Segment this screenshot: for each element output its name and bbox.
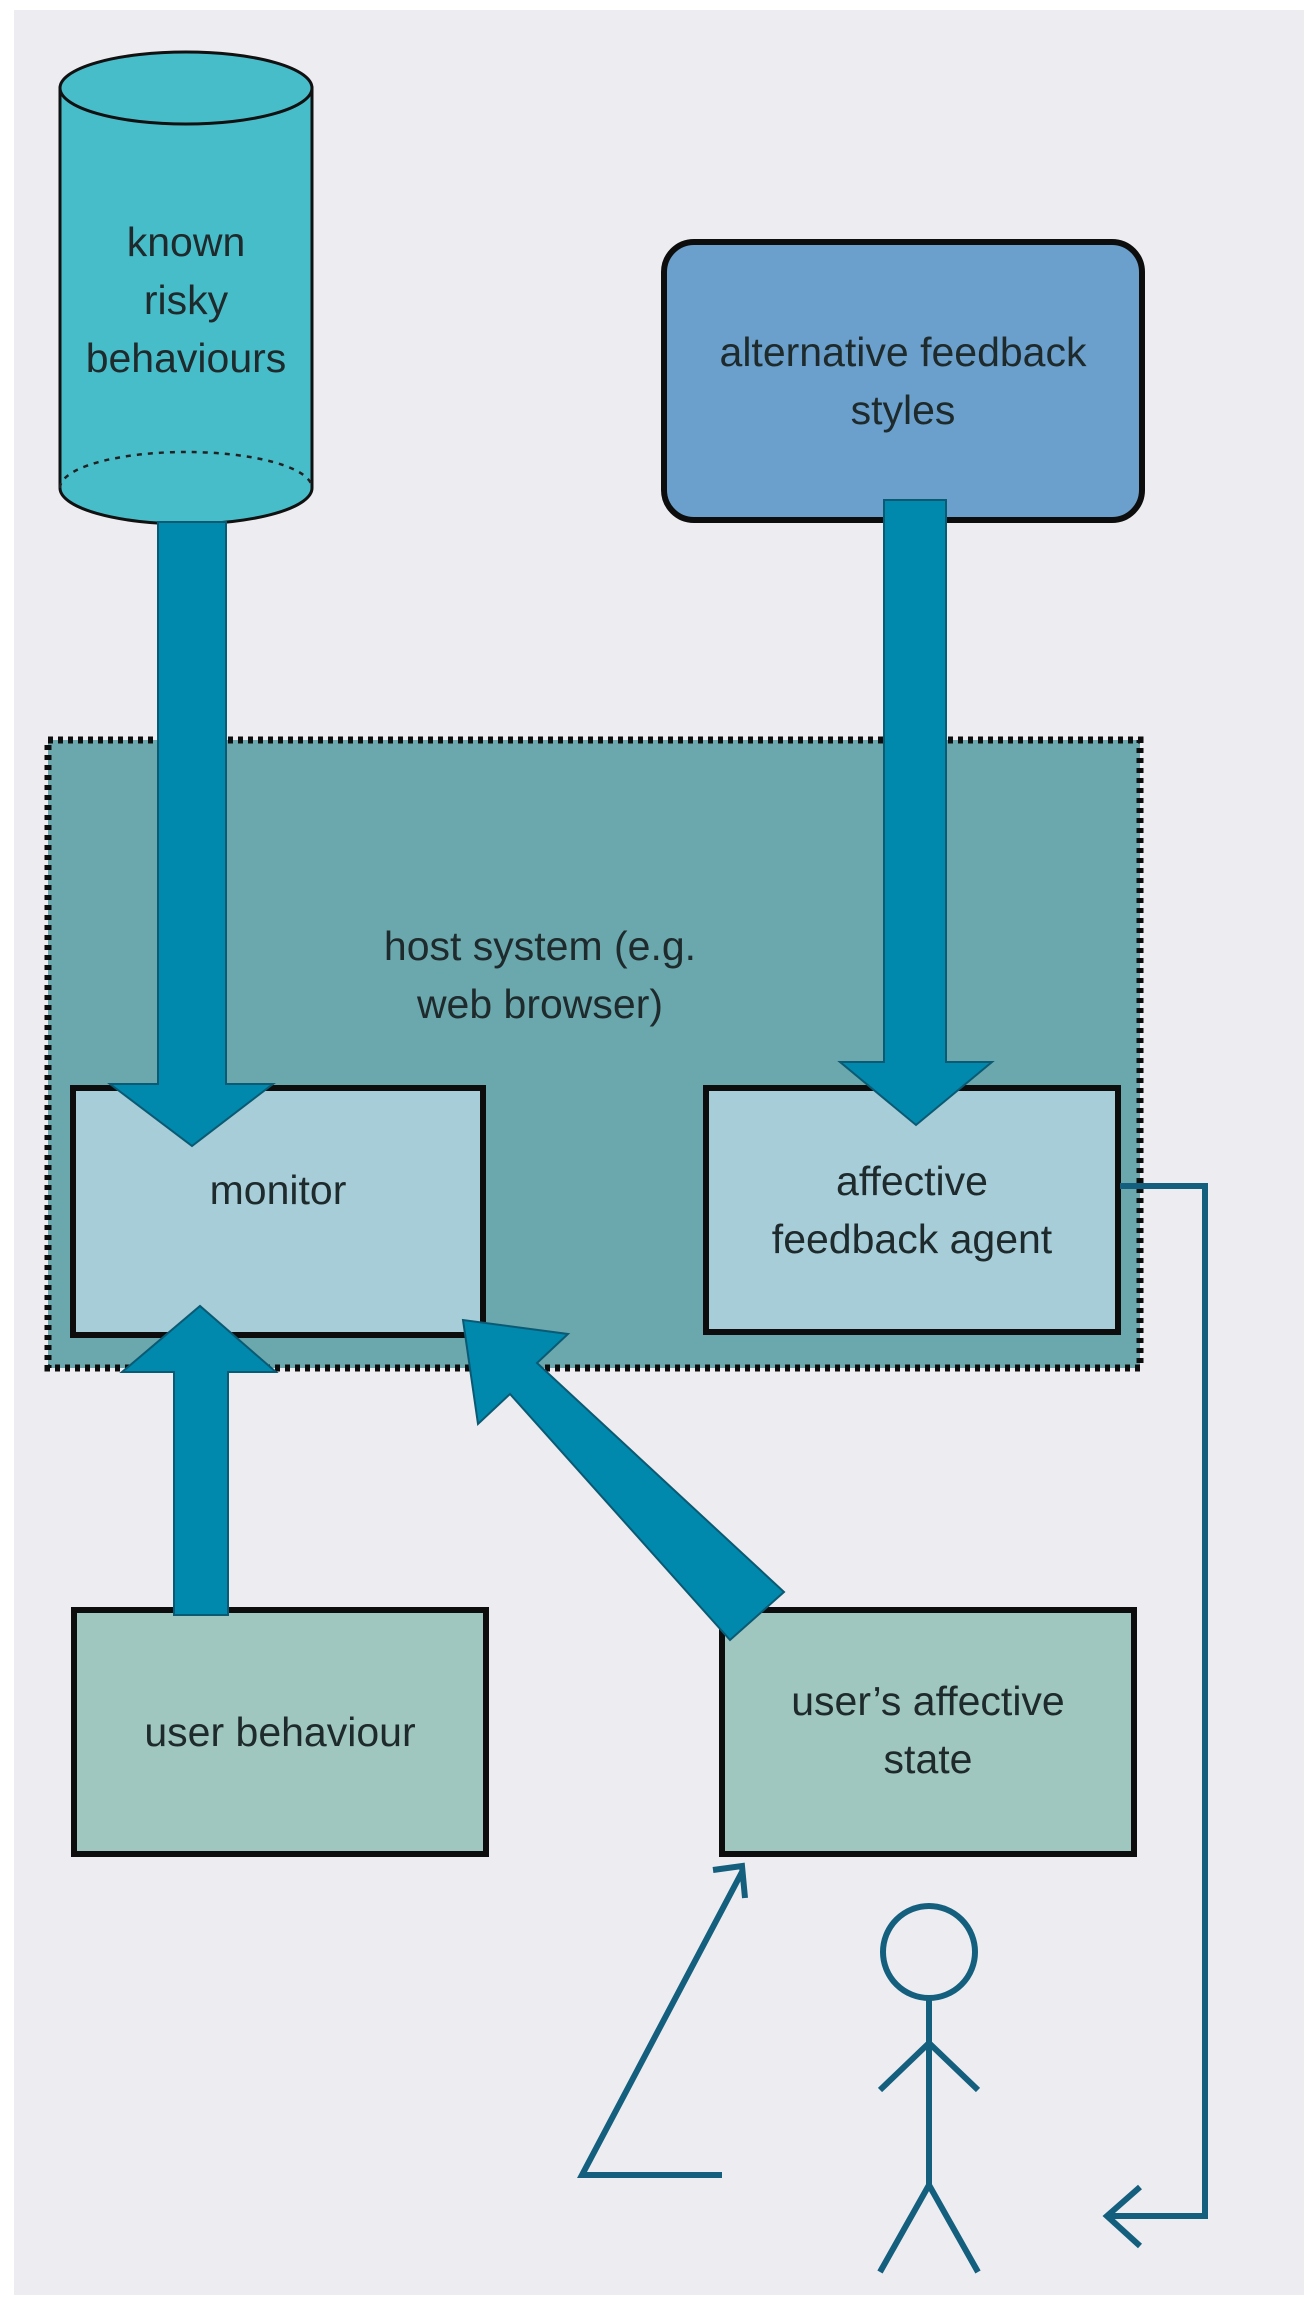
arrow-state-to-monitor — [461, 1318, 786, 1642]
monitor-box — [70, 1085, 486, 1338]
users-affective-state-label: user’s affective state — [791, 1677, 1065, 1782]
affective-feedback-agent-box — [703, 1085, 1121, 1335]
arrow-risky-to-monitor — [107, 521, 276, 1148]
user-figure-icon — [877, 1903, 981, 2274]
monitor-label: monitor — [209, 1166, 347, 1213]
arrowhead-to-user — [1102, 2184, 1143, 2249]
users-affective-state-box — [719, 1607, 1137, 1857]
known-risky-behaviours-label: known risky behaviours — [85, 218, 287, 382]
arrow-feedback-to-agent — [837, 499, 995, 1127]
alternative-feedback-styles-label: alternative feedback styles — [719, 328, 1087, 433]
affective-feedback-agent-label: affective feedback agent — [771, 1157, 1053, 1262]
arrow-behaviour-to-monitor — [119, 1304, 279, 1616]
host-system-label: host system (e.g. web browser) — [383, 922, 697, 1027]
line-agent-to-user — [1107, 1183, 1208, 2219]
user-behaviour-box — [71, 1607, 489, 1857]
arrowhead-to-state — [712, 1862, 748, 1899]
known-risky-behaviours-cylinder — [58, 50, 314, 526]
line-user-to-state — [577, 1870, 745, 2178]
user-behaviour-label: user behaviour — [144, 1708, 416, 1755]
